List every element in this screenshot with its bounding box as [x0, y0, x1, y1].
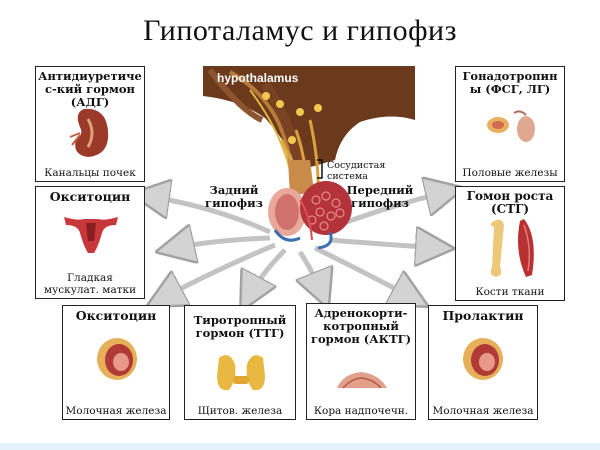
mammary-gland-icon [463, 338, 503, 380]
arrow-to-growth [329, 240, 445, 248]
box-tsh-target: Щитов. железа [197, 405, 283, 417]
posterior-pituitary-label: Задний гипофиз [205, 183, 263, 210]
arrow-to-oxytocin-bottom [155, 242, 276, 302]
box-acth: Адренокорти-котропный гормон (АКТГ) Кора… [306, 303, 416, 420]
box-prolactin-target: Молочная железа [432, 405, 534, 417]
arrow-to-adh [140, 195, 272, 235]
box-oxytocin-breast: Окситоцин Молочная железа [62, 305, 170, 420]
arrow-to-oxytocin-top [165, 238, 271, 250]
box-adh-target: Канальцы почек [44, 167, 136, 179]
box-growth-hormone: Гомон роста (СТГ) Кости ткани [455, 186, 565, 301]
gonads-icon [487, 110, 535, 142]
hypothalamus-label: hypothalamus [217, 71, 299, 85]
adrenal-gland-icon [337, 372, 387, 389]
box-gonadotropins-target: Половые железы [462, 167, 558, 179]
bottom-strip [0, 443, 600, 450]
box-tsh-title: Тиротропный гормон (ТТГ) [193, 313, 287, 340]
box-growth-hormone-title: Гомон роста (СТГ) [466, 189, 554, 216]
box-prolactin-title: Пролактин [442, 308, 524, 323]
diagram-title: Гипоталамус и гипофиз [143, 14, 457, 47]
box-oxytocin-uterus-title: Окситоцин [49, 189, 131, 204]
arrow-to-prolactin [313, 245, 420, 302]
bone-and-muscle-icon [490, 219, 534, 277]
box-acth-target: Кора надпочечн. [313, 405, 409, 417]
box-growth-hormone-target: Кости ткани [475, 286, 545, 298]
box-adh: Антидиуретиче с-кий гормон (АДГ) Канальц… [35, 66, 145, 182]
vascular-system-label: Сосудистая система [327, 160, 386, 182]
box-acth-title: Адренокорти-котропный гормон (АКТГ) [310, 306, 412, 346]
box-adh-title: Антидиуретиче с-кий гормон (АДГ) [38, 69, 142, 109]
box-prolactin: Пролактин Молочная железа [428, 305, 538, 420]
box-oxytocin-breast-target: Молочная железа [65, 405, 167, 417]
box-oxytocin-uterus: Окситоцин Гладкая мускулат. матки [35, 186, 145, 299]
box-oxytocin-uterus-target: Гладкая мускулат. матки [43, 272, 137, 296]
thyroid-gland-icon [217, 355, 265, 391]
kidney-icon [69, 108, 109, 157]
mammary-gland-icon [97, 338, 137, 380]
arrow-to-acth [300, 250, 325, 300]
box-gonadotropins: Гонадотропин ы (ФСГ, ЛГ) Половые железы [455, 66, 565, 182]
anterior-pituitary-label: Передний гипофиз [346, 183, 414, 210]
box-tsh: Тиротропный гормон (ТТГ) Щитов. железа [184, 305, 296, 420]
uterus-icon [64, 217, 118, 253]
box-gonadotropins-title: Гонадотропин ы (ФСГ, ЛГ) [462, 69, 558, 96]
arrow-to-tsh [245, 248, 287, 303]
box-oxytocin-breast-title: Окситоцин [75, 308, 157, 323]
